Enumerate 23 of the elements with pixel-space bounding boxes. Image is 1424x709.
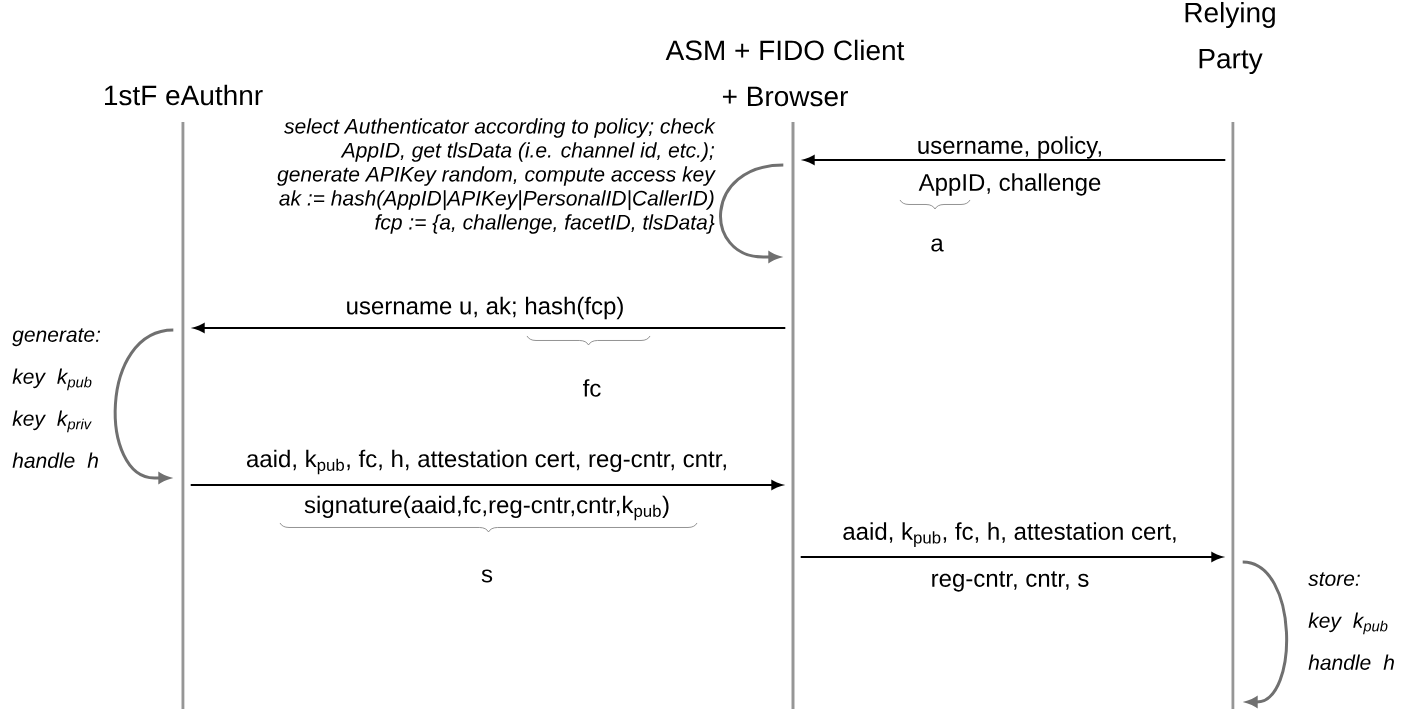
lifeline-header: ASM + FIDO Client + Browser	[665, 39, 905, 107]
lifeline	[791, 122, 795, 709]
lifeline-header: 1stF eAuthnr	[105, 84, 263, 106]
lifeline	[181, 122, 185, 709]
edge-label: aaid, k$_{pub}$, fc, h, attestation cert, reg-cntr, cntr, signature(aaid,fc,reg-cntr,cntr,k$_{pub}$)	[247, 449, 726, 521]
edge-label: aaid, k$_{pub}$, fc, h, attestation cert, reg-cntr, cntr, s	[843, 522, 1176, 592]
brace-label: a	[931, 238, 944, 252]
lifeline-header: Relying Party	[1185, 1, 1275, 75]
brace-label: s	[481, 569, 493, 583]
brace-label: fc	[583, 379, 601, 397]
edge-label: store: key k$_{pub}$ handle h	[1308, 572, 1394, 670]
edge-label: generate: key k$_{pub}$ key k$_{priv}$ handle h	[12, 328, 101, 468]
edge-label: username, policy, AppID, challenge	[918, 136, 1101, 196]
arrow	[803, 155, 1226, 165]
edge-label: username u, ak; hash(fcp)	[347, 296, 623, 320]
lifeline	[1231, 122, 1235, 709]
edge-label: select Authenticator according to policy; check AppID, get tlsData (i.e. channel id, etc.); generate APIKey random, compute access key ak := hash(AppID|APIKey|PersonalID|CallerID) fcp := {a, challenge, facetID, tlsData}	[277, 118, 716, 234]
curved-arrow	[719, 163, 784, 263]
curved-arrow	[1242, 560, 1288, 708]
arrow	[193, 323, 786, 333]
curved-arrow	[113, 328, 174, 484]
arrow	[800, 552, 1223, 562]
arrow	[190, 480, 783, 490]
